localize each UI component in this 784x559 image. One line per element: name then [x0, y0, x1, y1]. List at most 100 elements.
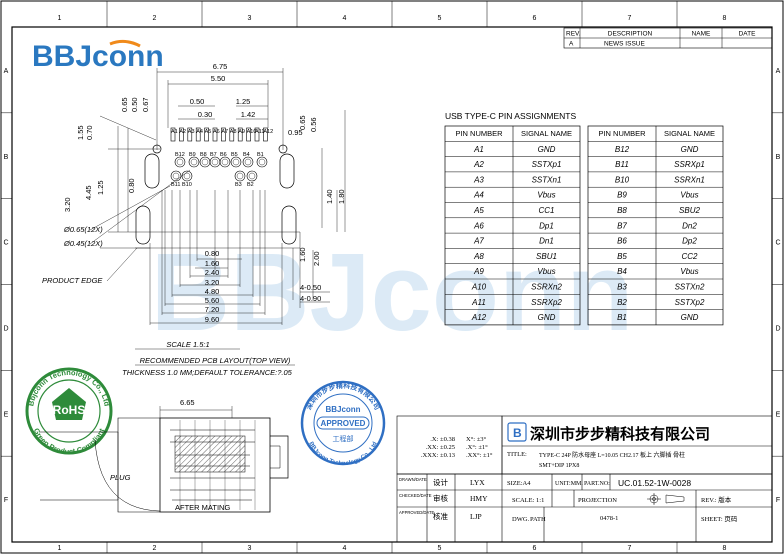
hole-dia-0-65: Ø0.65(12X) — [63, 225, 103, 234]
plug-label: PLUG — [110, 473, 131, 482]
dim-1-55: 1.55 — [76, 125, 85, 140]
column-mark: 4 — [343, 15, 347, 22]
dim-4-0-50: 4-0.50 — [300, 283, 321, 292]
date-header: DATE — [739, 31, 757, 38]
product-edge-label: PRODUCT EDGE — [42, 276, 103, 285]
column-mark: 2 — [153, 545, 157, 552]
tolerance-angular: .X°: ±1° — [466, 444, 488, 451]
dim-0-80: 0.80 — [205, 249, 220, 258]
dim-4-80: 4.80 — [205, 287, 220, 296]
pin-number-cell: A3 — [473, 175, 484, 184]
hole-b-lower — [170, 170, 182, 182]
hole-inner — [232, 158, 240, 166]
checked-role: 审核 — [433, 493, 448, 503]
signal-name-cell: Vbus — [537, 191, 555, 200]
title-block-text: B 深圳市步步精科技有限公司 TITLE: TYPE-C 24P 防水母座 L=… — [399, 422, 738, 523]
column-mark: 5 — [438, 545, 442, 552]
pin-label-b-low: B2 — [247, 182, 254, 188]
logo-initial: B — [513, 426, 522, 440]
dim-1-25-left: 1.25 — [96, 180, 105, 195]
dim-2-00: 2.00 — [312, 251, 321, 266]
pin-label-b: B12 — [175, 152, 185, 158]
dim-1-60-right: 1.60 — [298, 247, 307, 262]
projection-symbol-icon — [647, 493, 685, 505]
pin-number-cell: B9 — [617, 191, 627, 200]
pin-number-cell: A6 — [473, 221, 484, 230]
pin-label-a: A5 — [205, 129, 212, 135]
column-mark: 6 — [533, 545, 537, 552]
projection-label: PROJECTION — [578, 497, 617, 504]
scale-label: SCALE: 1:1 — [512, 497, 544, 504]
logo-text: BBJconn — [32, 40, 164, 73]
logo-swoosh-icon — [109, 39, 141, 48]
signal-name-cell: GND — [681, 145, 699, 154]
pin-number-cell: A7 — [473, 237, 484, 246]
pad-a — [170, 127, 176, 142]
hole-b-upper — [256, 156, 268, 168]
signal-name-cell: GND — [681, 313, 699, 322]
dim-1-80: 1.80 — [337, 189, 346, 204]
unit-label: UNIT:MM. — [555, 481, 583, 487]
pad-row-a — [170, 127, 268, 142]
company-logo-icon — [507, 422, 527, 442]
column-mark: 4 — [343, 545, 347, 552]
pin-label-b-low: B10 — [182, 182, 192, 188]
pin-label-a: A2 — [179, 129, 186, 135]
row-mark: E — [4, 411, 9, 418]
column-mark: 1 — [58, 545, 62, 552]
pad-a — [204, 127, 209, 142]
hole-b-upper — [174, 156, 186, 168]
dim-0-65: 0.65 — [120, 97, 129, 112]
signal-name-cell: SSRXp1 — [674, 160, 705, 169]
hole-inner — [176, 158, 184, 166]
hole-b-upper — [188, 156, 200, 168]
hole-inner — [221, 158, 229, 166]
rohs-stamp: Bbjconn Technology Co., Ltd Green Produc… — [25, 367, 113, 456]
company-name: 深圳市步步精科技有限公司 — [530, 425, 710, 443]
signal-name-cell: SSTXp1 — [532, 160, 562, 169]
tolerance-linear: .X: ±0.38 — [430, 436, 455, 443]
pin-number-cell: A10 — [471, 283, 487, 292]
drawn-name: LYX — [470, 478, 485, 487]
title-text-line1: TYPE-C 24P 防水母座 L=10.05 CH2.17 板上 六脚插 骨柱 — [539, 451, 685, 459]
name-header: NAME — [692, 31, 711, 38]
pin-number-cell: B2 — [617, 298, 627, 307]
dim-0-30: 0.30 — [198, 110, 213, 119]
signal-name-header: SIGNAL NAME — [521, 129, 572, 138]
pin-label-a: A1 — [171, 129, 178, 135]
column-mark: 7 — [628, 545, 632, 552]
hole-inner — [248, 172, 256, 180]
dim-0-65-right: 0.65 — [298, 115, 307, 130]
checked-name: HMY — [470, 494, 488, 503]
pin-label-b: B7 — [210, 152, 217, 158]
hole-inner — [183, 172, 191, 180]
pin-label-a: A4 — [196, 129, 203, 135]
pad-a — [179, 127, 184, 142]
pin-label-b: B4 — [243, 152, 250, 158]
pin-label-a: A3 — [188, 129, 195, 135]
hole-b-upper — [230, 156, 242, 168]
pin-label-a: A11 — [255, 129, 264, 135]
pin-number-cell: B1 — [617, 313, 627, 322]
pin-number-cell: A1 — [473, 145, 484, 154]
approved-stamp: 深圳市步步精科技有限公司 BBJconn Technology Co., Ltd… — [300, 380, 386, 467]
pin-number-cell: B7 — [617, 221, 627, 230]
slot-left-top — [144, 153, 160, 189]
description-header: DESCRIPTION — [608, 31, 653, 38]
drawn-role: 设计 — [433, 477, 448, 487]
row-mark: F — [776, 497, 780, 504]
part-no-label: PART.NO: — [584, 481, 610, 487]
dwg-no: 0478-1 — [600, 515, 618, 522]
pad-a — [221, 127, 226, 142]
size-label: SIZE:A4 — [507, 480, 531, 487]
pin-label-b: B8 — [200, 152, 207, 158]
signal-name-cell: SBU1 — [536, 252, 557, 261]
signal-name-cell: SSRXn2 — [531, 283, 562, 292]
row-mark: C — [775, 240, 780, 247]
tolerance-angular: X°: ±3° — [466, 436, 487, 443]
column-mark: 7 — [628, 15, 632, 22]
signal-name-cell: SSTXp2 — [675, 298, 705, 307]
dim-2-40: 2.40 — [205, 268, 220, 277]
